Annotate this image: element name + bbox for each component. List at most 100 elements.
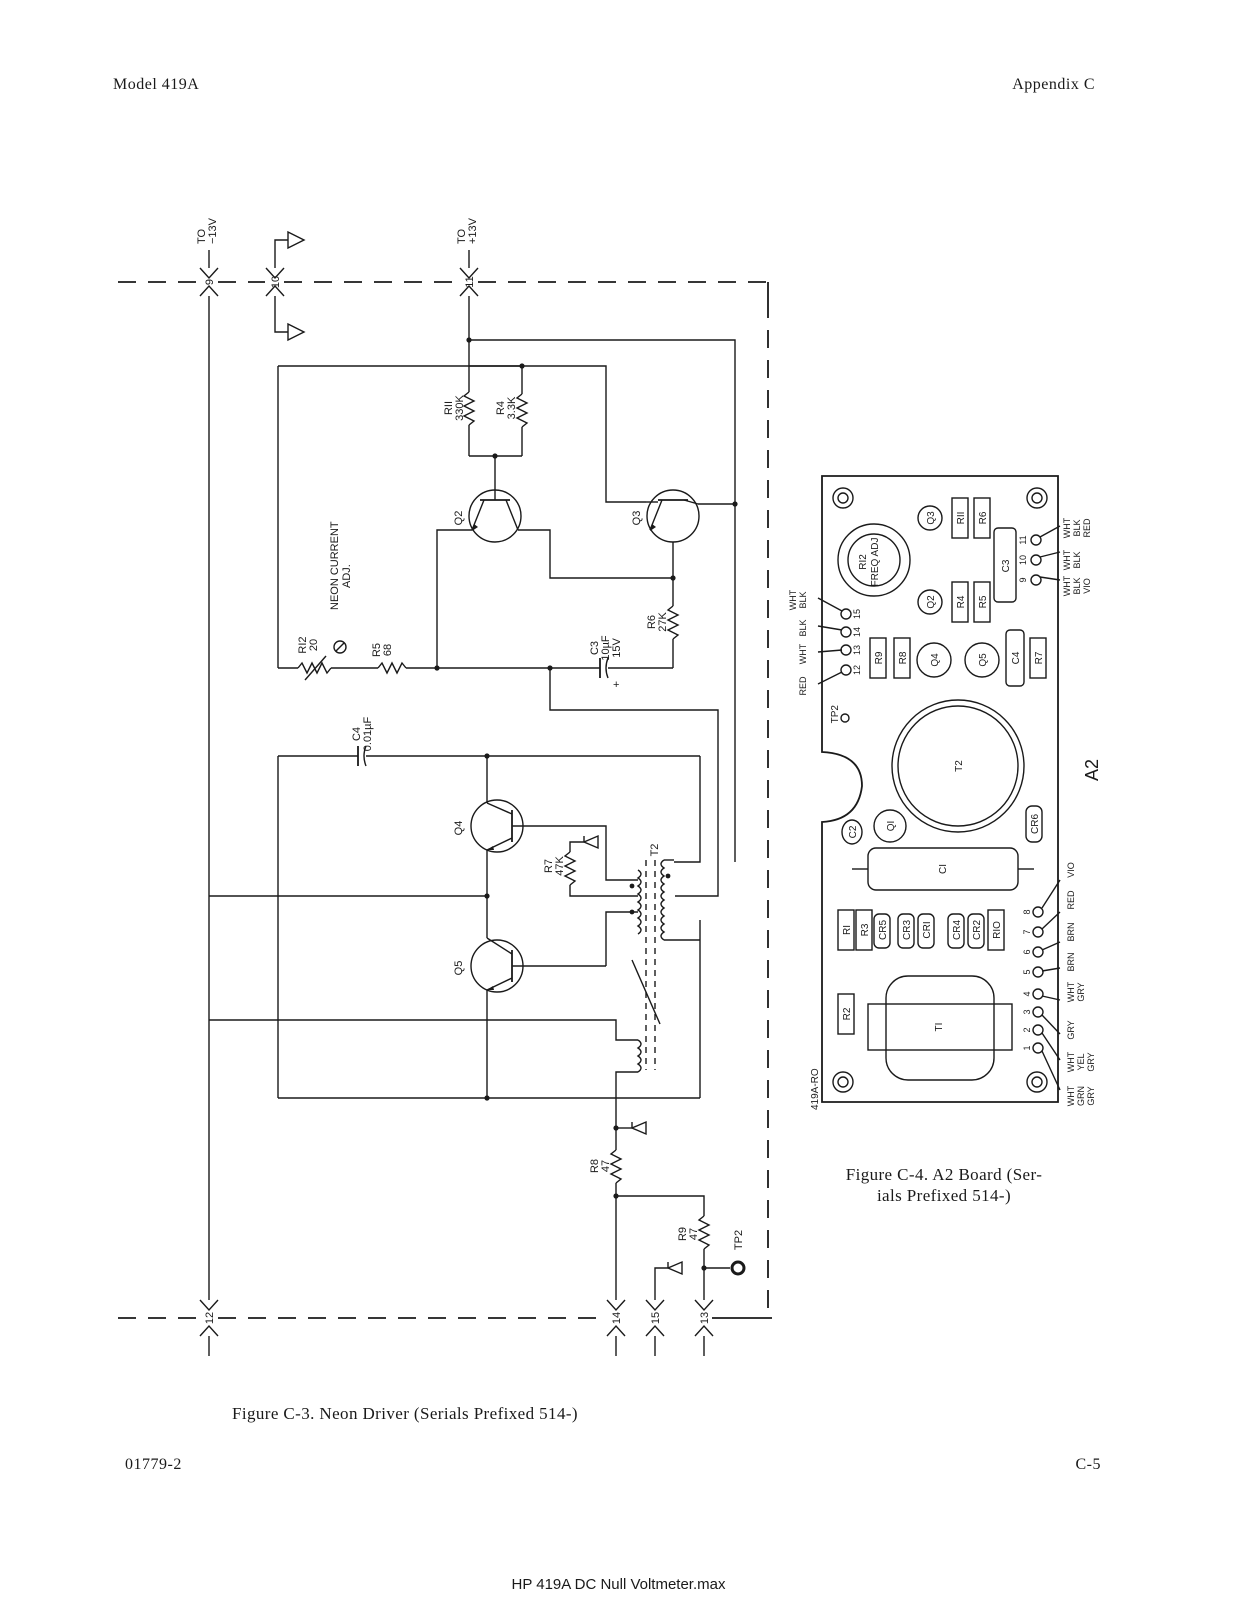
c4-value: 0.01µF: [362, 716, 374, 751]
r9-label: R9: [677, 1227, 689, 1241]
r12-value: 20: [308, 639, 320, 651]
board-q5: [964, 642, 1000, 678]
svg-text:YEL: YEL: [1076, 1053, 1086, 1070]
svg-text:Q2: Q2: [926, 595, 937, 609]
transistor-q4: Q4: [453, 756, 638, 938]
svg-text:C4: C4: [1011, 651, 1022, 664]
svg-text:R6: R6: [978, 511, 989, 524]
board-r11: [951, 497, 969, 539]
svg-text:BLK: BLK: [798, 619, 808, 636]
svg-text:R2: R2: [842, 1007, 853, 1020]
q2-label: Q2: [453, 511, 465, 526]
capacitor-c4: C4 0.01µF: [278, 716, 700, 767]
board-t2: [891, 699, 1025, 833]
svg-text:RED: RED: [798, 676, 808, 696]
board-cr5: [873, 913, 891, 949]
svg-text:13: 13: [852, 645, 862, 655]
c3-voltage: 15V: [611, 638, 623, 658]
svg-text:WHT: WHT: [1062, 549, 1072, 570]
svg-text:BLK: BLK: [1072, 519, 1082, 536]
board-t1: [885, 975, 995, 1081]
transistor-q2: Q2: [436, 489, 673, 668]
q3-label: Q3: [631, 511, 643, 526]
q5-label: Q5: [453, 961, 465, 976]
neon-current-label: NEON CURRENT: [329, 521, 341, 610]
header-appendix: Appendix C: [1012, 76, 1095, 93]
board-pins-1-8: 8 7 6 5 4 3 2 1 VIO RED BRN BRN WHT GRY …: [1022, 862, 1096, 1106]
svg-text:R5: R5: [978, 595, 989, 608]
board-r4: [951, 581, 969, 623]
resistor-r7: R7 47K: [543, 835, 638, 897]
r8-label: R8: [589, 1159, 601, 1173]
figure-c4-caption-line2: ials Prefixed 514-): [876, 1186, 1012, 1205]
board-c2: [841, 819, 863, 845]
r4-label: R4: [495, 401, 507, 415]
footer-filename: HP 419A DC Null Voltmeter.max: [511, 1576, 726, 1593]
svg-text:BRN: BRN: [1066, 922, 1076, 941]
plus-13v-label: +13V: [467, 217, 479, 244]
wire-plus-rail: [469, 339, 736, 862]
board-name: A2: [1082, 759, 1102, 781]
r5-label: R5: [371, 643, 383, 657]
test-point-tp2: [730, 1260, 746, 1276]
svg-text:5: 5: [1022, 969, 1032, 974]
board-c4: [1005, 629, 1025, 687]
svg-text:C3: C3: [1001, 559, 1012, 572]
svg-text:CR2: CR2: [972, 920, 983, 940]
board-r1: [837, 909, 855, 951]
r7-label: R7: [543, 859, 555, 873]
svg-text:WHT: WHT: [1066, 1051, 1076, 1072]
resistor-r8: R8 47: [589, 1149, 623, 1300]
svg-text:GRN: GRN: [1076, 1086, 1086, 1106]
q4-label: Q4: [453, 821, 465, 836]
board-r6: [973, 497, 991, 539]
svg-text:R3: R3: [860, 923, 871, 936]
svg-text:GRY: GRY: [1076, 982, 1086, 1001]
board-r2: [837, 993, 855, 1035]
svg-text:RED: RED: [1066, 890, 1076, 910]
board-outline: [821, 475, 1059, 1103]
c4-label: C4: [351, 727, 363, 741]
board-r7: [1029, 637, 1047, 679]
page-number: C-5: [1075, 1456, 1101, 1473]
svg-text:BRN: BRN: [1066, 952, 1076, 971]
svg-text:GRY: GRY: [1066, 1020, 1076, 1039]
pin-9-label: 9: [204, 279, 216, 285]
board-cr6: [1025, 805, 1043, 843]
svg-text:Q5: Q5: [978, 653, 989, 667]
r7-value: 47K: [554, 856, 566, 876]
svg-text:WHT: WHT: [1062, 575, 1072, 596]
board-r9: [869, 637, 887, 679]
c3-value: 10µF: [600, 635, 612, 661]
board-q3: [917, 505, 943, 531]
pin-13-label: 13: [699, 1312, 711, 1324]
svg-text:11: 11: [1018, 535, 1028, 544]
svg-text:12: 12: [852, 665, 862, 675]
mounting-holes: [832, 487, 1048, 1093]
svg-text:RI: RI: [842, 925, 853, 935]
board-pins-9-11: 11 10 9 WHT BLK RED WHT BLK WHT BLK VIO: [1018, 517, 1092, 596]
svg-text:3: 3: [1022, 1009, 1032, 1014]
pin-14-label: 14: [611, 1312, 623, 1324]
adj-label: ADJ.: [341, 564, 353, 588]
svg-text:RI2: RI2: [858, 554, 869, 570]
svg-text:CR5: CR5: [878, 920, 889, 940]
svg-text:GRY: GRY: [1086, 1086, 1096, 1105]
r6-label: R6: [646, 615, 658, 629]
svg-text:8: 8: [1022, 909, 1032, 914]
board-c3: [993, 527, 1017, 603]
svg-text:WHT: WHT: [1066, 981, 1076, 1002]
figure-c3-caption: Figure C-3. Neon Driver (Serials Prefixe…: [232, 1404, 578, 1423]
svg-text:WHT: WHT: [1066, 1085, 1076, 1106]
figure-c4-caption: Figure C-4. A2 Board (Ser- ials Prefixed…: [814, 1164, 1074, 1206]
svg-text:CR3: CR3: [902, 920, 913, 940]
board-q4: [916, 642, 952, 678]
resistor-r6: R6 27K: [646, 578, 680, 668]
svg-text:RII: RII: [956, 512, 967, 525]
connector-10: 10: [265, 230, 306, 342]
minus-13v-label: −13V: [207, 217, 219, 244]
board-r8: [893, 637, 911, 679]
svg-text:WHT: WHT: [788, 589, 798, 610]
svg-text:FREQ ADJ: FREQ ADJ: [870, 538, 881, 587]
svg-text:R4: R4: [956, 595, 967, 608]
